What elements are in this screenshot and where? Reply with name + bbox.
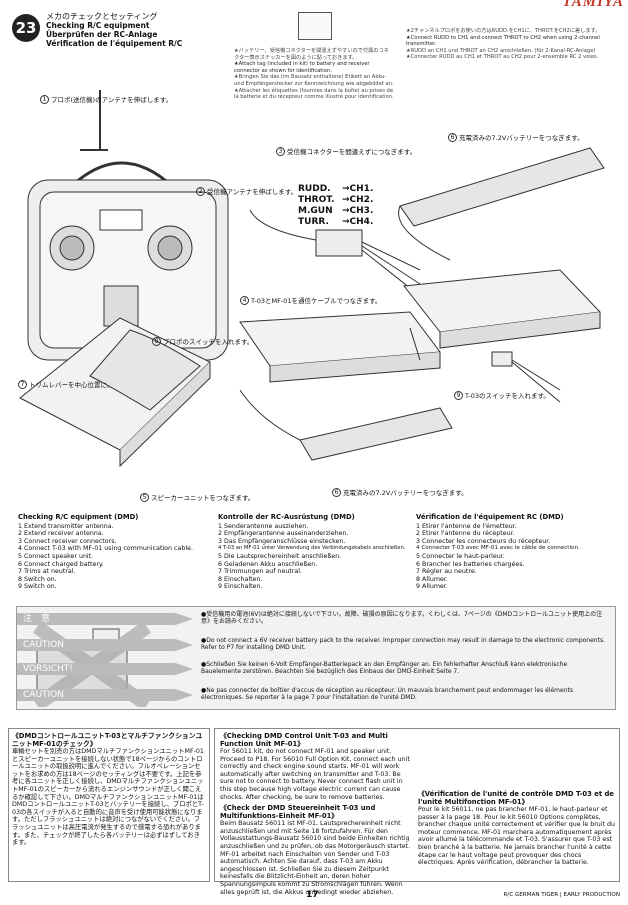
step-number: 23: [12, 14, 40, 42]
list-item: 5 Connecter le haut-parleur.: [416, 552, 505, 560]
channel-table: RUDD.→CH1. THROT.→CH2. M.GUN→CH3. TURR.→…: [298, 184, 373, 228]
bottom-fr-title: 《Vérification de l'unité de contrôle DMD…: [418, 790, 614, 806]
footer-title: R/C GERMAN TIGER | EARLY PRODUCTION: [503, 892, 620, 898]
bottom-en-de: 《Checking DMD Control Unit T-03 and Mult…: [220, 732, 412, 896]
list-item: 2 Empfängerantenne auseinanderziehen.: [218, 530, 349, 538]
bottom-jp: 《DMDコントロールユニットT-03とマルチファンクションユニットMF-01のチ…: [8, 728, 210, 882]
bottom-jp-body: 車輌セットを別売の方はDMDマルチファンクションユニットMF-01とスピーカーユ…: [12, 748, 204, 847]
bottom-de-title: 《Check der DMD Steuereinheit T-03 und Mu…: [220, 804, 376, 821]
caution-box: 注 意 ●受信機用の電池(6V)は絶対に接続しないで下さい。故障、破損の原因にな…: [16, 606, 616, 710]
channel-row: M.GUN→CH3.: [298, 206, 374, 216]
bottom-multilang: [214, 728, 620, 882]
bottom-de-body: Beim Bausatz 56011 ist MF-01, Lautsprech…: [220, 820, 411, 896]
list-en: Checking R/C equipment (DMD) 1 Extend tr…: [18, 513, 214, 591]
header-de: Überprüfen der RC-Anlage: [46, 30, 158, 39]
list-title: Checking R/C equipment (DMD): [18, 513, 139, 521]
list-item: 8 Allumer.: [416, 575, 448, 583]
list-item: 6 Brancher les batteries chargées.: [416, 560, 525, 568]
caution-text: ●Do not connect a 6V receiver battery pa…: [201, 637, 605, 651]
two-channel-note-en: ★Connect RUDD to CH1 and connect THROT t…: [406, 34, 600, 48]
caution-label: CAUTION: [17, 689, 193, 701]
list-item: 4 Connect T-03 with MF-01 using communic…: [18, 545, 193, 553]
list-item: 4 T-03 an MF-01 unter Verwendung des Ver…: [218, 545, 406, 552]
tag-note: ★バッテリー、受信機コネクターを間違えずやすいので付属のコネクター表示ステッカー…: [234, 48, 394, 101]
list-de: Kontrolle der RC-Ausrüstung (DMD) 1 Send…: [218, 513, 414, 591]
list-title: Kontrolle der RC-Ausrüstung (DMD): [218, 513, 355, 521]
two-channel-note-jp: ★2チャンネルプロポをお使いの方はRUDD.をCH1に、THROT.をCH2に差…: [406, 28, 601, 34]
list-item: 2 Extend receiver antenna.: [18, 530, 104, 538]
tag-note-fr: ★Attacher les étiquettes (fournies dans …: [234, 87, 394, 101]
list-item: 1 Etirer l'antenne de l'émetteur.: [416, 522, 517, 530]
header-jp: メカのチェックとセッティング: [46, 12, 158, 21]
tag-note-en: ★Attach tag (included in kit) to battery…: [234, 61, 370, 74]
two-channel-note-de: ★RUDD an CH1 und THROT an CH2 anschließe…: [406, 47, 596, 54]
list-item: 7 Trims at neutral.: [18, 568, 76, 576]
list-item: 3 Connecter les connecteurs du récepteur…: [416, 537, 551, 545]
caution-label: VORSICHT!: [17, 663, 193, 675]
list-item: 9 Switch on.: [18, 583, 57, 591]
two-channel-note: ★2チャンネルプロポをお使いの方はRUDD.をCH1に、THROT.をCH2に差…: [406, 28, 616, 61]
page-number: 17: [306, 890, 319, 900]
list-item: 6 Geladenen Akku anschließen.: [218, 560, 318, 568]
list-title: Vérification de l'équipement RC (DMD): [416, 513, 564, 521]
list-item: 9 Allumer.: [416, 583, 448, 591]
list-item: 7 Trimmungen auf neutral.: [218, 568, 302, 576]
caution-text: ●Schließen Sie keinen 6-Volt Empfänger-B…: [201, 661, 568, 675]
list-item: 6 Connect charged battery.: [18, 560, 104, 568]
list-item: 1 Senderantenne ausziehen.: [218, 522, 309, 530]
list-item: 1 Extend transmitter antenna.: [18, 522, 114, 530]
list-item: 5 Die Lautsprechereinheit anschließen.: [218, 552, 342, 560]
tag-note-de: ★Bringen Sie das (im Bausatz enthaltene)…: [234, 74, 394, 87]
list-item: 3 Das Empfängeranschlüsse einstecken.: [218, 537, 346, 545]
list-item: 3 Connect receiver connectors.: [18, 537, 117, 545]
channel-row: THROT.→CH2.: [298, 195, 374, 205]
list-item: 4 Connecter T-03 avec MF-01 avec le câbl…: [416, 545, 580, 552]
caution-label: CAUTION: [17, 639, 193, 651]
list-item: 2 Etirer l'antenne du récepteur.: [416, 530, 515, 538]
list-item: 8 Einschalten.: [218, 575, 263, 583]
step-header: メカのチェックとセッティング Checking R/C equipment Üb…: [46, 12, 182, 48]
brand-logo: TAMIYA: [562, 0, 624, 10]
channel-row: TURR.→CH4.: [298, 217, 374, 227]
channel-row: RUDD.→CH1.: [298, 184, 374, 194]
bottom-jp-title: 《DMDコントロールユニットT-03とマルチファンクションユニットMF-01のチ…: [12, 732, 203, 748]
caution-text: ●Ne pas connecter de boîtier d'accus de …: [201, 687, 573, 701]
tag-note-jp: ★バッテリー、受信機コネクターを間違えずやすいので付属のコネクター表示ステッカー…: [234, 48, 389, 61]
list-fr: Vérification de l'équipement RC (DMD) 1 …: [416, 513, 618, 591]
rc-illustration: [19, 90, 605, 468]
two-channel-note-fr: ★Connecter RUDD au CH1 et THROT au CH2 p…: [406, 54, 599, 61]
list-item: 8 Switch on.: [18, 575, 57, 583]
bottom-fr-body: Pour le kit 56011, ne pas brancher MF-01…: [418, 806, 615, 867]
tag-icon: [298, 12, 332, 40]
caution-label: 注 意: [17, 613, 193, 625]
bottom-fr: 《Vérification de l'unité de contrôle DMD…: [418, 732, 616, 867]
list-item: 7 Régler au neutre.: [416, 568, 477, 576]
bottom-en-title: 《Checking DMD Control Unit T-03 and Mult…: [220, 732, 388, 748]
list-item: 5 Connect speaker unit.: [18, 552, 94, 560]
header-fr: Vérification de l'équipement R/C: [46, 39, 183, 48]
bottom-en-body: For 56011 kit, do not connect MF-01 and …: [220, 748, 410, 801]
list-item: 9 Einschalten.: [218, 583, 263, 591]
header-en: Checking R/C equipment: [46, 21, 150, 30]
caution-text: ●受信機用の電池(6V)は絶対に接続しないで下さい。故障、破損の原因になります。…: [201, 611, 603, 625]
